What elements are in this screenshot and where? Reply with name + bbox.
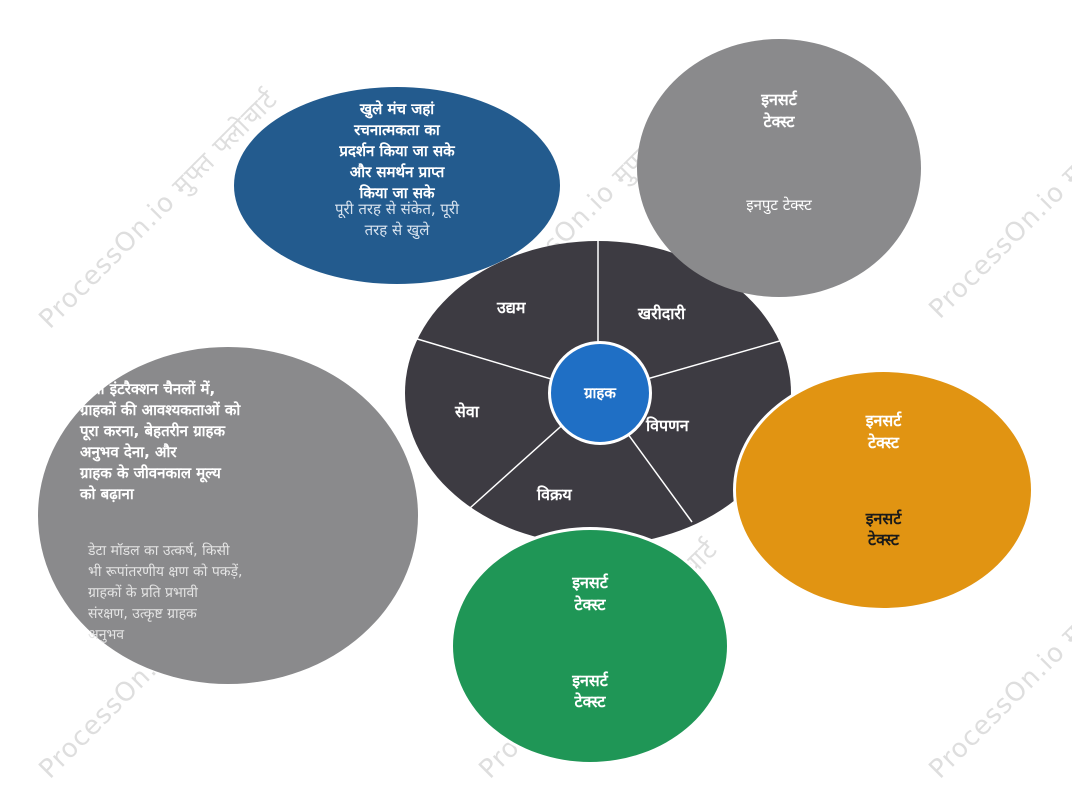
bubble-blue-sub: पूरी तरह से संकेत, पूरी तरह से खुले	[335, 200, 459, 239]
segment-enterprise: उद्यम	[497, 298, 526, 317]
bubble-orange-sub: इनसर्ट टेक्स्ट	[865, 509, 902, 549]
hub-customer: ग्राहक	[548, 341, 652, 445]
bubble-green-title: इनसर्ट टेक्स्ट	[572, 573, 608, 614]
segment-service: सेवा	[455, 402, 479, 421]
bubble-orange-title: इनसर्ट टेक्स्ट	[865, 411, 902, 452]
bubble-blue-text: खुले मंच जहां रचनात्मकता का प्रदर्शन किय…	[339, 100, 455, 202]
hub-label: ग्राहक	[584, 384, 616, 402]
segment-marketing: विपणन	[646, 416, 689, 435]
segment-sales: विक्रय	[537, 485, 572, 504]
segment-purchase: खरीदारी	[638, 304, 686, 323]
bubble-gray-top-sub: इनपुट टेक्स्ट	[746, 196, 812, 214]
bubble-gray-left-sub: डेटा मॉडल का उत्कर्ष, किसी भी रूपांतरणीय…	[88, 543, 243, 643]
bubble-blue: खुले मंच जहां रचनात्मकता का प्रदर्शन किय…	[234, 87, 560, 284]
bubble-green-sub: इनसर्ट टेक्स्ट	[572, 671, 608, 711]
bubble-gray-top-title: इनसर्ट टेक्स्ट	[761, 90, 797, 131]
wheel-dividers	[413, 241, 784, 523]
bubble-gray-left-text: सभी इंटरैक्शन चैनलों में, ग्राहकों की आव…	[80, 380, 241, 503]
bubble-gray-left: सभी इंटरैक्शन चैनलों में, ग्राहकों की आव…	[38, 347, 418, 684]
bubble-gray-top: इनसर्ट टेक्स्ट इनपुट टेक्स्ट	[637, 39, 921, 297]
bubble-orange: इनसर्ट टेक्स्ट इनसर्ट टेक्स्ट	[733, 369, 1034, 611]
bubble-green: इनसर्ट टेक्स्ट इनसर्ट टेक्स्ट	[450, 527, 730, 765]
